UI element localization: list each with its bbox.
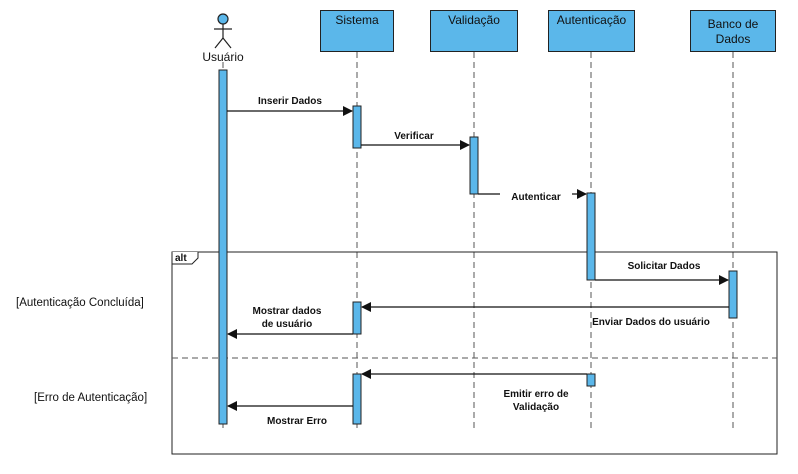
activation-sistema-2 xyxy=(352,301,362,335)
message-mostrar-erro: Mostrar Erro xyxy=(266,416,327,427)
alt-fragment xyxy=(171,251,778,455)
alt-operator-label: alt xyxy=(175,253,187,264)
message-enviar-dados: Enviar Dados do usuário xyxy=(592,317,710,328)
message-mostrar-dados-line2: de usuário xyxy=(261,319,313,330)
message-inserir-dados: Inserir Dados xyxy=(258,96,322,107)
participant-banco-label-line1: Banco de xyxy=(707,17,759,31)
actor-label: Usuário xyxy=(202,50,244,64)
participant-validacao-label: Validação xyxy=(448,13,500,27)
activation-autenticacao-2 xyxy=(586,373,596,387)
activation-autenticacao-1 xyxy=(586,192,596,281)
message-autenticar: Autenticar xyxy=(500,191,572,204)
participant-autenticacao: Autenticação xyxy=(548,10,635,52)
participant-autenticacao-label: Autenticação xyxy=(556,13,627,27)
activation-validacao xyxy=(469,136,479,195)
participant-banco: Banco de Dados xyxy=(690,10,776,52)
activation-usuario xyxy=(218,69,228,425)
message-solicitar-dados: Solicitar Dados xyxy=(627,261,701,272)
participant-sistema-label: Sistema xyxy=(335,13,379,27)
activation-banco xyxy=(728,270,738,319)
message-mostrar-dados-line1: Mostrar dados xyxy=(252,306,322,317)
message-verificar: Verificar xyxy=(394,131,434,142)
message-emitir-erro: Emitir erro de Validação xyxy=(486,388,586,414)
message-mostrar-dados: Mostrar dados de usuário xyxy=(232,305,342,331)
participant-validacao: Validação xyxy=(430,10,518,52)
message-emitir-erro-line2: Validação xyxy=(512,402,560,413)
message-emitir-erro-line1: Emitir erro de xyxy=(503,389,569,400)
activation-sistema-3 xyxy=(352,373,362,425)
alt-fragment-tab xyxy=(171,252,199,265)
activation-sistema-1 xyxy=(352,105,362,149)
guard-autenticacao-concluida: [Autenticação Concluída] xyxy=(16,297,144,309)
participant-sistema: Sistema xyxy=(320,10,394,52)
participant-banco-label-line2: Dados xyxy=(715,32,751,46)
stick-figure-icon xyxy=(214,13,232,49)
guard-erro-autenticacao: [Erro de Autenticação] xyxy=(34,392,148,404)
